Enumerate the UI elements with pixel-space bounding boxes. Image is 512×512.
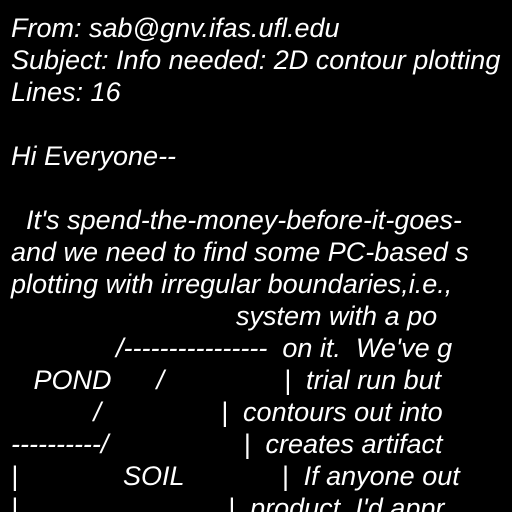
greeting: Hi Everyone--	[11, 141, 177, 171]
lines-header: Lines: 16	[11, 77, 121, 107]
body-line: ----------/ | creates artifact	[11, 429, 443, 459]
body-line: | | product, I'd appr	[11, 493, 445, 512]
from-header: From: sab@gnv.ifas.ufl.edu	[11, 13, 340, 43]
body-line: plotting with irregular boundaries,i.e.,	[11, 269, 460, 299]
body-line: POND / | trial run but	[11, 365, 442, 395]
subject-header: Subject: Info needed: 2D contour plottin…	[11, 45, 501, 75]
body-line: | SOIL | If anyone out	[11, 461, 460, 491]
body-line: /---------------- on it. We've g	[11, 333, 453, 363]
body-line: It's spend-the-money-before-it-goes-	[11, 205, 462, 235]
body-line: system with a po	[11, 301, 438, 331]
body-line: and we need to find some PC-based s	[11, 237, 469, 267]
body-line: / | contours out into	[11, 397, 443, 427]
